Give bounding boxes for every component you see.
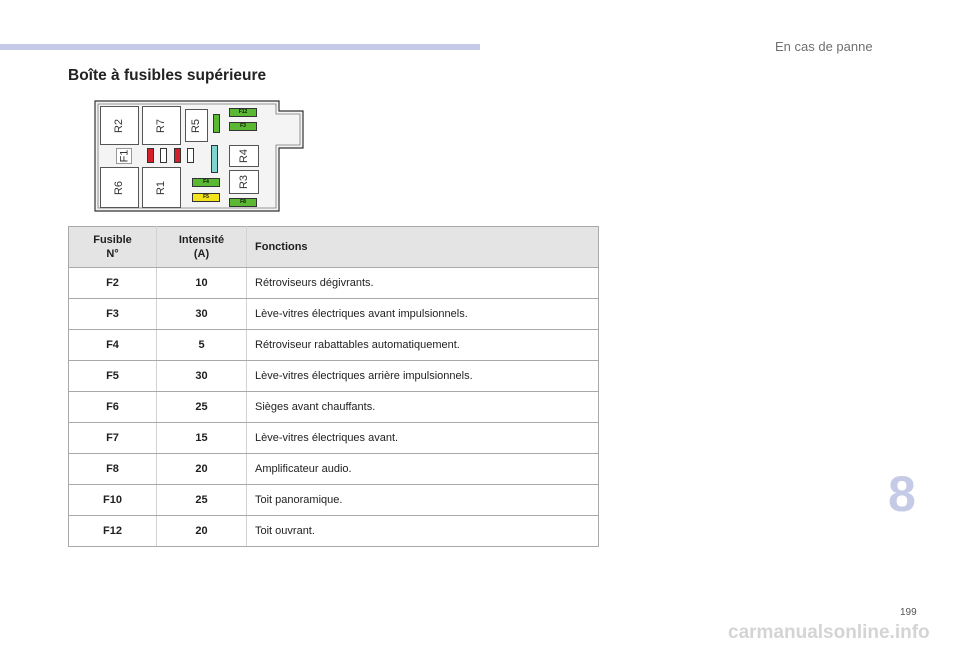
fuse-function: Lève-vitres électriques arrière impulsio… [246,360,599,392]
fuse-number: F2 [68,267,157,299]
fuse-vertical-red-1 [147,148,154,163]
fuse-box-diagram: R2 R7 R5 R4 R3 R6 R1 F1 F12 F3 F4 F5 F8 [94,100,306,212]
fuse-function: Toit ouvrant. [246,515,599,547]
relay-r3: R3 [229,170,259,194]
fuse-number: F6 [68,391,157,423]
fuse-amps: 30 [156,360,247,392]
fuse-f7 [211,145,218,173]
fuse-amps: 20 [156,515,247,547]
fuse-f8: F8 [229,198,257,207]
watermark: carmanualsonline.info [728,622,930,643]
fuse-vertical-green [213,114,220,133]
fuse-function: Amplificateur audio. [246,453,599,485]
fuse-function: Toit panoramique. [246,484,599,516]
fuse-function: Rétroviseur rabattables automatiquement. [246,329,599,361]
fuse-number: F7 [68,422,157,454]
fuse-amps: 30 [156,298,247,330]
header-intensity: Intensité (A) [156,226,247,268]
fuse-number: F10 [68,484,157,516]
relay-r6: R6 [100,167,139,208]
fuse-f4: F4 [192,178,220,187]
fuse-number: F5 [68,360,157,392]
fuse-function: Lève-vitres électriques avant impulsionn… [246,298,599,330]
fuse-number: F4 [68,329,157,361]
fuse-f3: F3 [229,122,257,131]
fuse-vertical-red-2 [174,148,181,163]
fuse-number: F12 [68,515,157,547]
relay-r2: R2 [100,106,139,145]
table-header-row: Fusible N° Intensité (A) Fonctions [68,226,599,268]
fuse-function: Sièges avant chauffants. [246,391,599,423]
fuse-amps: 10 [156,267,247,299]
header-fuse: Fusible N° [68,226,157,268]
relay-r5: R5 [185,109,208,142]
fuse-number: F3 [68,298,157,330]
fuse-amps: 25 [156,391,247,423]
fuse-amps: 20 [156,453,247,485]
fuse-function: Lève-vitres électriques avant. [246,422,599,454]
fuse-f1-slot: F1 [116,148,132,164]
fuse-amps: 25 [156,484,247,516]
page-number: 199 [900,607,917,618]
fuse-f5: F5 [192,193,220,202]
header-rule [0,44,480,50]
header-functions: Fonctions [246,226,599,268]
fuse-amps: 5 [156,329,247,361]
chapter-number: 8 [888,466,916,522]
page-title: Boîte à fusibles supérieure [68,67,267,84]
section-label: En cas de panne [775,39,873,54]
fuse-number: F8 [68,453,157,485]
fuse-f12: F12 [229,108,257,117]
relay-r4: R4 [229,145,259,167]
relay-r7: R7 [142,106,181,145]
fuse-function: Rétroviseurs dégivrants. [246,267,599,299]
fuse-vertical-white-1 [160,148,167,163]
fuse-amps: 15 [156,422,247,454]
relay-r1: R1 [142,167,181,208]
fuse-vertical-white-2 [187,148,194,163]
